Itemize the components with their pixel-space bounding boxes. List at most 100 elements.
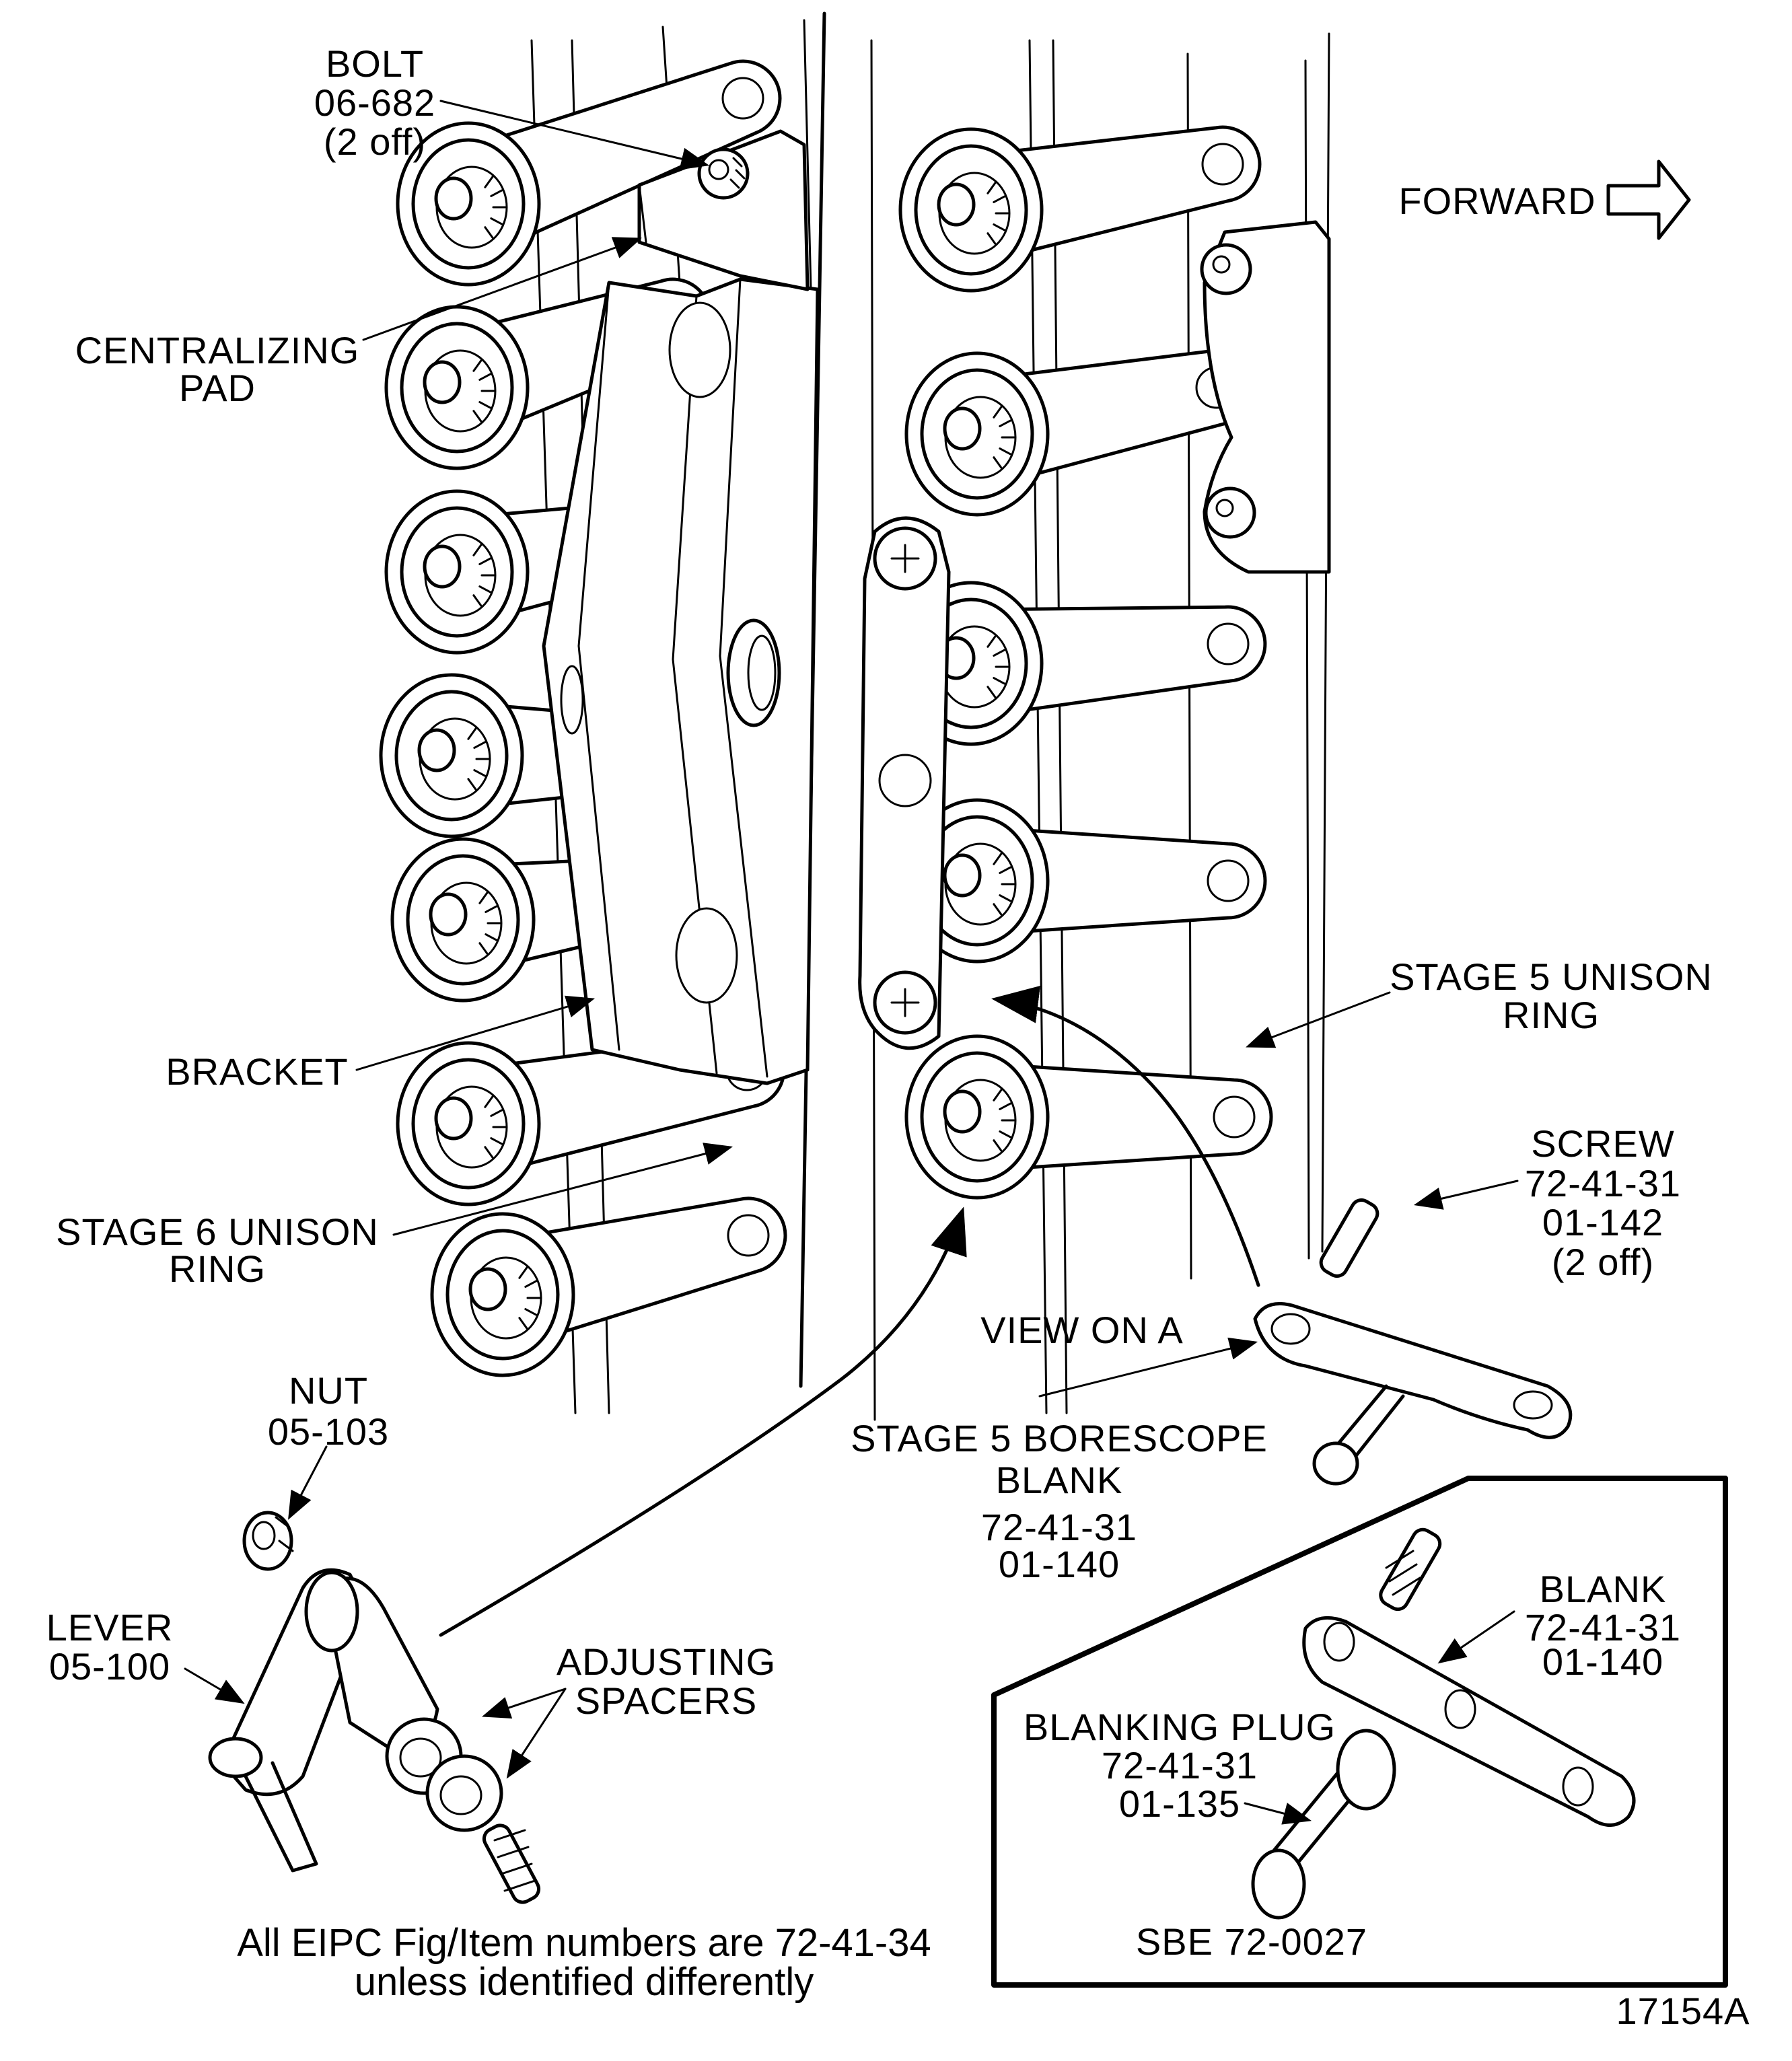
leader-stage6-ring <box>392 1143 733 1236</box>
leader-stage5-ring <box>1246 991 1391 1048</box>
forward-indicator: FORWARD <box>1398 159 1691 240</box>
stage5-ring-line2: RING <box>1503 994 1600 1036</box>
callout-lever: LEVER 05-100 <box>46 1606 173 1688</box>
spindle-end <box>429 892 468 937</box>
view-on-a-label: VIEW ON A <box>980 1309 1184 1351</box>
stage5-bolt-plate <box>1200 220 1331 574</box>
borescope-blank-line1: STAGE 5 BORESCOPE <box>851 1417 1268 1459</box>
borescope-blank-chapter: 72-41-31 <box>981 1506 1137 1548</box>
stage6-ring-line2: RING <box>169 1248 266 1290</box>
vane-lever <box>430 1196 787 1377</box>
lever-pin-hole <box>727 1214 770 1257</box>
leader-borescope-blank <box>1038 1337 1258 1398</box>
callout-blanking-plug: BLANKING PLUG 72-41-31 01-135 <box>1024 1706 1336 1825</box>
inset-screw <box>1379 1527 1442 1612</box>
blanking-plug-chapter: 72-41-31 <box>1102 1744 1258 1786</box>
spindle-end <box>468 1267 507 1311</box>
spindle-end <box>434 176 473 221</box>
vane-lever <box>904 349 1256 517</box>
inset-blank-plate <box>1302 1616 1636 1827</box>
callout-bolt: BOLT 06-682 (2 off) <box>314 42 435 163</box>
inset-blank-name: BLANK <box>1540 1568 1667 1610</box>
spindle-end <box>943 853 982 898</box>
adjusting-spacers <box>385 1717 503 1832</box>
callout-stage5-ring: STAGE 5 UNISON RING <box>1390 955 1713 1036</box>
screw-item: 01-142 <box>1542 1201 1663 1243</box>
lever-assembly <box>208 1511 541 1904</box>
screw-name: SCREW <box>1531 1122 1674 1165</box>
leader-inset-blank <box>1437 1610 1515 1664</box>
callout-bracket: BRACKET <box>166 1050 349 1093</box>
borescope-blank-line2: BLANK <box>996 1459 1123 1501</box>
screw-chapter: 72-41-31 <box>1525 1162 1681 1204</box>
spindle-end <box>434 1096 473 1141</box>
callout-nut: NUT 05-103 <box>268 1369 389 1453</box>
blanking-plug-name: BLANKING PLUG <box>1024 1706 1336 1748</box>
leader-centralizing-pad <box>362 237 642 341</box>
curved-arrow-view-on-a <box>991 986 1260 1287</box>
lever-pin-hole <box>1201 143 1244 186</box>
leader-blanking-plug <box>1244 1802 1312 1825</box>
leader-nut <box>288 1445 328 1520</box>
stage5-ring-edge <box>1028 39 1048 1414</box>
vane-lever <box>904 798 1267 964</box>
vane-lever <box>898 581 1267 746</box>
bolt-quantity: (2 off) <box>324 120 426 163</box>
leader-bolt <box>439 100 710 170</box>
callout-adjusting-spacers: ADJUSTING SPACERS <box>557 1640 776 1722</box>
leader-spacer-1 <box>482 1688 567 1719</box>
screw <box>1319 1198 1379 1278</box>
vane-lever <box>904 1034 1273 1200</box>
plug <box>1312 1441 1359 1486</box>
bolt-name: BOLT <box>326 42 424 85</box>
inset-blanking-plug <box>1251 1729 1396 1920</box>
lever-pin-hole <box>1207 622 1250 665</box>
stage5-ring-edge <box>1052 39 1068 1414</box>
bolt-part-number: 06-682 <box>314 81 435 124</box>
curved-arrow-lever-to-ring <box>439 1206 967 1637</box>
lever-screw <box>482 1823 541 1904</box>
callout-inset-blank: BLANK 72-41-31 01-140 <box>1525 1568 1681 1683</box>
screw-quantity: (2 off) <box>1552 1241 1654 1283</box>
vane-lever <box>396 59 782 287</box>
leader-lever <box>184 1667 245 1704</box>
centralizing-pad-line2: PAD <box>179 367 256 409</box>
blanking-plug-item: 01-135 <box>1119 1782 1240 1825</box>
lever-pin-hole <box>1213 1095 1256 1138</box>
borescope-blank-item: 01-140 <box>999 1543 1120 1585</box>
stage5-ring-line1: STAGE 5 UNISON <box>1390 955 1713 998</box>
nut-part-number: 05-103 <box>268 1410 389 1453</box>
bracket-hole <box>560 665 584 735</box>
figure-number: 17154A <box>1616 1990 1750 2032</box>
blank-hole <box>878 754 932 807</box>
installed-borescope-blank <box>858 516 951 1050</box>
footnote-line2: unless identified differently <box>355 1960 814 2004</box>
leader-spacer-2 <box>506 1688 567 1779</box>
nut <box>242 1511 294 1571</box>
bracket <box>542 277 820 1085</box>
callout-screw: SCREW 72-41-31 01-142 (2 off) <box>1525 1122 1681 1283</box>
inset-border <box>991 1476 1728 1988</box>
spindle-end <box>937 182 976 227</box>
spindle-end <box>943 1089 982 1134</box>
callout-centralizing-pad: CENTRALIZING PAD <box>75 329 360 409</box>
arrow-right-outline-icon <box>1606 159 1691 240</box>
bolt-top-left <box>697 147 750 200</box>
lever <box>208 1568 439 1873</box>
centralizing-pad-line1: CENTRALIZING <box>75 329 360 371</box>
bracket-label: BRACKET <box>166 1050 349 1093</box>
leader-lines <box>184 100 1519 1825</box>
lever-pin-hole <box>721 77 764 120</box>
inset-blank-chapter: 72-41-31 <box>1525 1606 1681 1649</box>
callout-borescope-blank: STAGE 5 BORESCOPE BLANK 72-41-31 01-140 <box>851 1417 1268 1585</box>
callout-stage6-ring: STAGE 6 UNISON RING <box>56 1210 378 1290</box>
bolt <box>1200 243 1252 295</box>
inset-blank-item: 01-140 <box>1542 1640 1663 1683</box>
sbe-reference: SBE 72-0027 <box>1136 1920 1367 1963</box>
blank-plate <box>1253 1302 1573 1439</box>
adjusting-spacers-line2: SPACERS <box>575 1679 757 1722</box>
footnote-line1: All EIPC Fig/Item numbers are 72-41-34 <box>237 1921 931 1965</box>
adjusting-spacers-line1: ADJUSTING <box>557 1640 776 1683</box>
stage5-ring-edge <box>1321 32 1330 1253</box>
